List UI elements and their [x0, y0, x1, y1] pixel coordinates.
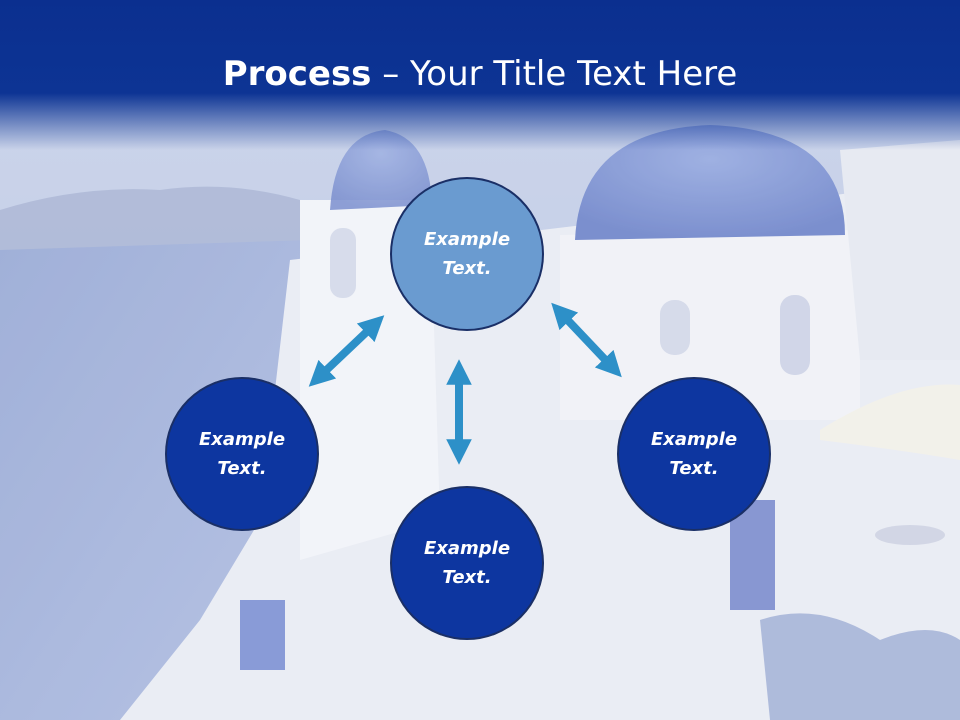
process-circle-top[interactable]: Example Text.	[390, 177, 544, 331]
process-circle-right[interactable]: Example Text.	[617, 377, 771, 531]
circle-line2: Text.	[669, 458, 719, 479]
circle-text: Example Text.	[182, 425, 302, 483]
arrow-top-left	[308, 315, 385, 387]
title-bold: Process	[222, 54, 372, 94]
title-bar	[0, 0, 960, 150]
process-circle-bottom[interactable]: Example Text.	[390, 486, 544, 640]
circle-text: Example Text.	[407, 534, 527, 592]
circle-line2: Text.	[217, 458, 267, 479]
circle-line1: Example	[650, 429, 738, 450]
circle-text: Example Text.	[407, 225, 527, 283]
circle-line2: Text.	[442, 258, 492, 279]
process-circle-left[interactable]: Example Text.	[165, 377, 319, 531]
circle-line2: Text.	[442, 567, 492, 588]
circle-line1: Example	[423, 538, 511, 559]
slide-title: Process – Your Title Text Here	[0, 52, 960, 96]
circle-text: Example Text.	[634, 425, 754, 483]
arrow-top-right	[551, 302, 622, 378]
circle-line1: Example	[198, 429, 286, 450]
title-rest: – Your Title Text Here	[371, 54, 738, 94]
circle-line1: Example	[423, 229, 511, 250]
